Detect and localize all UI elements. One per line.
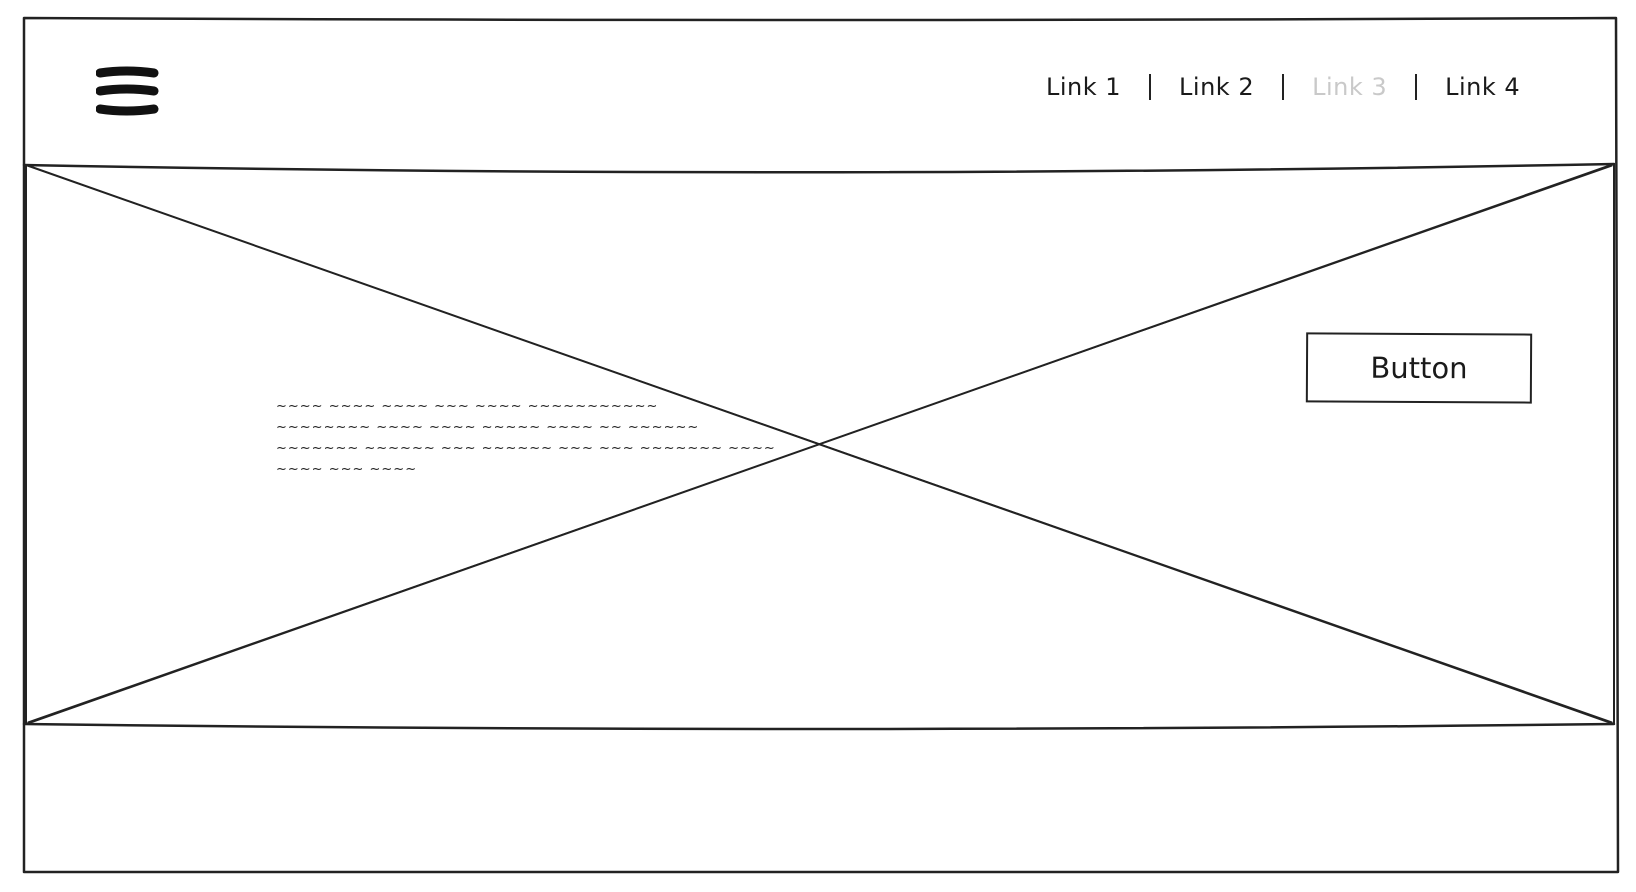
hero-text-line: ~~~~ ~~~ ~~~~ xyxy=(276,462,418,477)
hero-text-line: ~~~~ ~~~~ ~~~~ ~~~ ~~~~ ~~~~~~~~~~~ xyxy=(276,399,659,414)
nav-separator xyxy=(1149,74,1152,100)
hamburger-menu-icon-graphic xyxy=(95,66,159,116)
nav-separator xyxy=(1415,74,1418,100)
header-divider xyxy=(22,162,1616,174)
hero-text-block: ~~~~ ~~~~ ~~~~ ~~~ ~~~~ ~~~~~~~~~~~ ~~~~… xyxy=(276,396,776,480)
hamburger-menu-icon[interactable] xyxy=(95,64,160,120)
nav-link-2[interactable]: Link 2 xyxy=(1179,73,1255,101)
footer-divider xyxy=(22,722,1616,731)
nav-link-1[interactable]: Link 1 xyxy=(1046,73,1122,101)
nav-link-3: Link 3 xyxy=(1312,73,1388,101)
hero-text-line: ~~~~~~~ ~~~~~~ ~~~ ~~~~~~ ~~~ ~~~ ~~~~~~… xyxy=(276,441,776,456)
hero-text-line: ~~~~~~~~ ~~~~ ~~~~ ~~~~~ ~~~~ ~~ ~~~~~~ xyxy=(276,420,700,435)
top-navigation: Link 1 Link 2 Link 3 Link 4 xyxy=(1046,68,1548,106)
page-border xyxy=(22,16,1620,874)
nav-link-4[interactable]: Link 4 xyxy=(1445,73,1521,101)
image-placeholder-diagonal-2b xyxy=(27,165,1613,723)
hero-button[interactable]: Button xyxy=(1305,332,1533,404)
nav-separator xyxy=(1282,74,1285,100)
